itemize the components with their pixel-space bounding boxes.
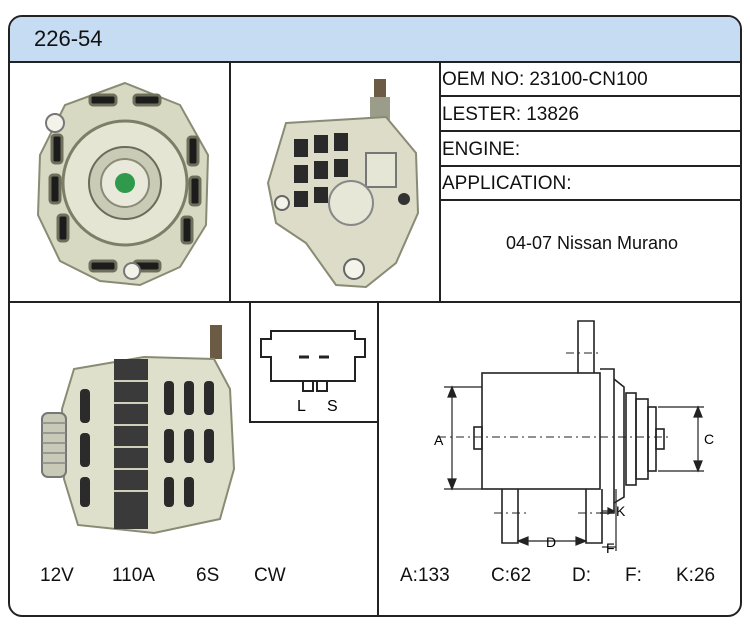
alternator-rear-photo: [266, 79, 420, 289]
alternator-side-photo: [41, 325, 236, 535]
dim-value-c: C:62: [491, 565, 532, 586]
dimension-drawing: A C D K F: [434, 320, 714, 553]
divider: [441, 95, 740, 97]
divider: [441, 199, 740, 201]
application-row: APPLICATION:: [442, 173, 740, 195]
divider: [439, 61, 441, 301]
part-number-title: 226-54: [34, 26, 103, 51]
alternator-front-photo: [36, 81, 210, 287]
dim-label-d: D: [546, 534, 556, 550]
dim-label-k: K: [616, 503, 626, 519]
dim-label-a: A: [434, 432, 444, 448]
oem-label: OEM NO:: [442, 69, 525, 90]
dim-label-f: F: [606, 540, 615, 553]
spec-amperage: 110A: [112, 565, 155, 586]
pin-l-label: L: [297, 398, 306, 415]
application-label: APPLICATION:: [442, 173, 572, 194]
header-bar: 226-54: [10, 17, 740, 63]
dim-value-d: D:: [572, 565, 591, 586]
lester-label: LESTER:: [442, 104, 522, 125]
dim-label-c: C: [704, 431, 714, 447]
divider: [441, 165, 740, 167]
application-value: 04-07 Nissan Murano: [505, 233, 679, 253]
product-sheet: 226-54 OEM NO:23100-CN100 LESTER:13826 E…: [8, 15, 742, 617]
oem-row: OEM NO:23100-CN100: [442, 69, 740, 91]
connector-diagram: L S: [260, 330, 366, 415]
lester-value: 13826: [526, 104, 580, 125]
divider: [229, 61, 231, 301]
connector-box-border: [249, 421, 379, 423]
divider: [10, 301, 740, 303]
spec-voltage: 12V: [40, 565, 74, 586]
spec-groove: 6S: [196, 565, 220, 586]
divider: [441, 130, 740, 132]
engine-row: ENGINE:: [442, 139, 740, 161]
pin-s-label: S: [327, 398, 338, 415]
engine-label: ENGINE:: [442, 139, 521, 160]
divider: [377, 303, 379, 615]
dim-value-a: A:133: [400, 565, 450, 586]
connector-box-border: [249, 303, 251, 423]
lester-row: LESTER:13826: [442, 104, 740, 126]
spec-rotation: CW: [254, 565, 286, 586]
oem-value: 23100-CN100: [529, 69, 648, 90]
dim-value-k: K:26: [676, 565, 716, 586]
dim-value-f: F:: [625, 565, 642, 586]
